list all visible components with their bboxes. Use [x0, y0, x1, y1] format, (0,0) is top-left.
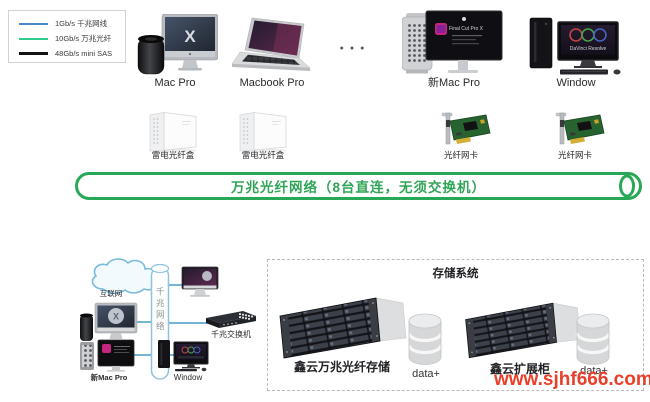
data-cylinder-icon	[574, 312, 612, 368]
data-plus-label: data+	[580, 365, 608, 377]
thunderbolt-fiber-box-icon	[234, 107, 292, 153]
svg-text:X: X	[113, 312, 119, 322]
connection-line	[130, 321, 154, 323]
mac-pro-label: Mac Pro	[154, 77, 196, 89]
legend-item: 10Gb/s 万兆光纤	[19, 31, 125, 46]
sas-line-swatch	[19, 51, 48, 56]
fiber-network-banner: 万兆光纤网络（8台直连，无须交换机）	[75, 172, 642, 200]
watermark: www.sjhf666.com	[494, 369, 650, 390]
svg-text:X: X	[184, 27, 196, 46]
fiber-nic-label: 光纤网卡	[443, 150, 478, 160]
windows-pc-small-icon	[156, 338, 212, 372]
windows-pc-icon: DaVinci Resolve	[524, 12, 628, 76]
storage-system-title: 存储系统	[432, 268, 479, 280]
macbook-pro-label: Macbook Pro	[239, 77, 305, 89]
windows-screen-text: DaVinci Resolve	[570, 46, 607, 52]
connection-line	[130, 354, 154, 356]
new-mac-pro-label: 新Mac Pro	[428, 77, 480, 89]
connection-line	[166, 284, 188, 286]
fiber-line-swatch	[19, 37, 48, 40]
storage-server-icon	[276, 284, 408, 360]
thunderbolt-fiber-box-label: 雷电光纤盒	[151, 150, 195, 160]
internet-cloud-icon	[86, 257, 162, 297]
internet-label: 互联网	[99, 289, 123, 298]
new-mac-pro-small-label: 新Mac Pro	[90, 373, 128, 382]
imac-icon	[181, 266, 219, 300]
macbook-pro-icon	[228, 16, 316, 76]
data-plus-label: data+	[412, 368, 440, 380]
legend-item: 1Gb/s 千兆网线	[19, 16, 125, 31]
windows-pc-label: Window	[556, 77, 596, 89]
legend-item-label: 10Gb/s 万兆光纤	[55, 34, 112, 43]
connection-line	[166, 354, 180, 356]
ellipsis-icon: ●●●	[339, 45, 371, 52]
mac-pro-icon: X	[132, 14, 218, 76]
storage-server-label: 鑫云万兆光纤存储	[293, 360, 390, 374]
legend-item: 48Gb/s mini SAS	[19, 46, 125, 61]
switch-icon	[203, 308, 259, 330]
fiber-nic-icon	[550, 111, 608, 149]
expansion-cabinet-icon	[462, 290, 582, 360]
thunderbolt-fiber-box-icon	[144, 107, 202, 153]
new-mac-pro-small-icon	[78, 338, 136, 374]
fiber-nic-icon	[436, 111, 494, 149]
mac-pro-workstation-icon: X	[78, 301, 138, 345]
banner-text: 万兆光纤网络（8台直连，无须交换机）	[230, 180, 486, 195]
gigabit-line-swatch	[19, 22, 48, 25]
thunderbolt-fiber-box-label: 雷电光纤盒	[241, 150, 285, 160]
fiber-nic-label: 光纤网卡	[557, 150, 592, 160]
legend: 1Gb/s 千兆网线 10Gb/s 万兆光纤 48Gb/s mini SAS	[8, 10, 126, 63]
windows-pc-small-label: Window	[173, 373, 203, 382]
expansion-cabinet-label: 鑫云扩展柜	[489, 362, 550, 376]
legend-item-label: 48Gb/s mini SAS	[55, 49, 113, 58]
pipe-label: 千兆网络	[155, 287, 166, 333]
new-mac-pro-icon: Final Cut Pro X	[402, 8, 506, 76]
switch-label: 千兆交换机	[211, 330, 251, 339]
pipe-end-icon	[619, 174, 635, 198]
legend-item-label: 1Gb/s 千兆网线	[55, 19, 108, 28]
data-cylinder-icon	[406, 312, 444, 368]
new-mac-pro-screen-text: Final Cut Pro X	[449, 26, 484, 32]
connection-line	[166, 322, 214, 324]
